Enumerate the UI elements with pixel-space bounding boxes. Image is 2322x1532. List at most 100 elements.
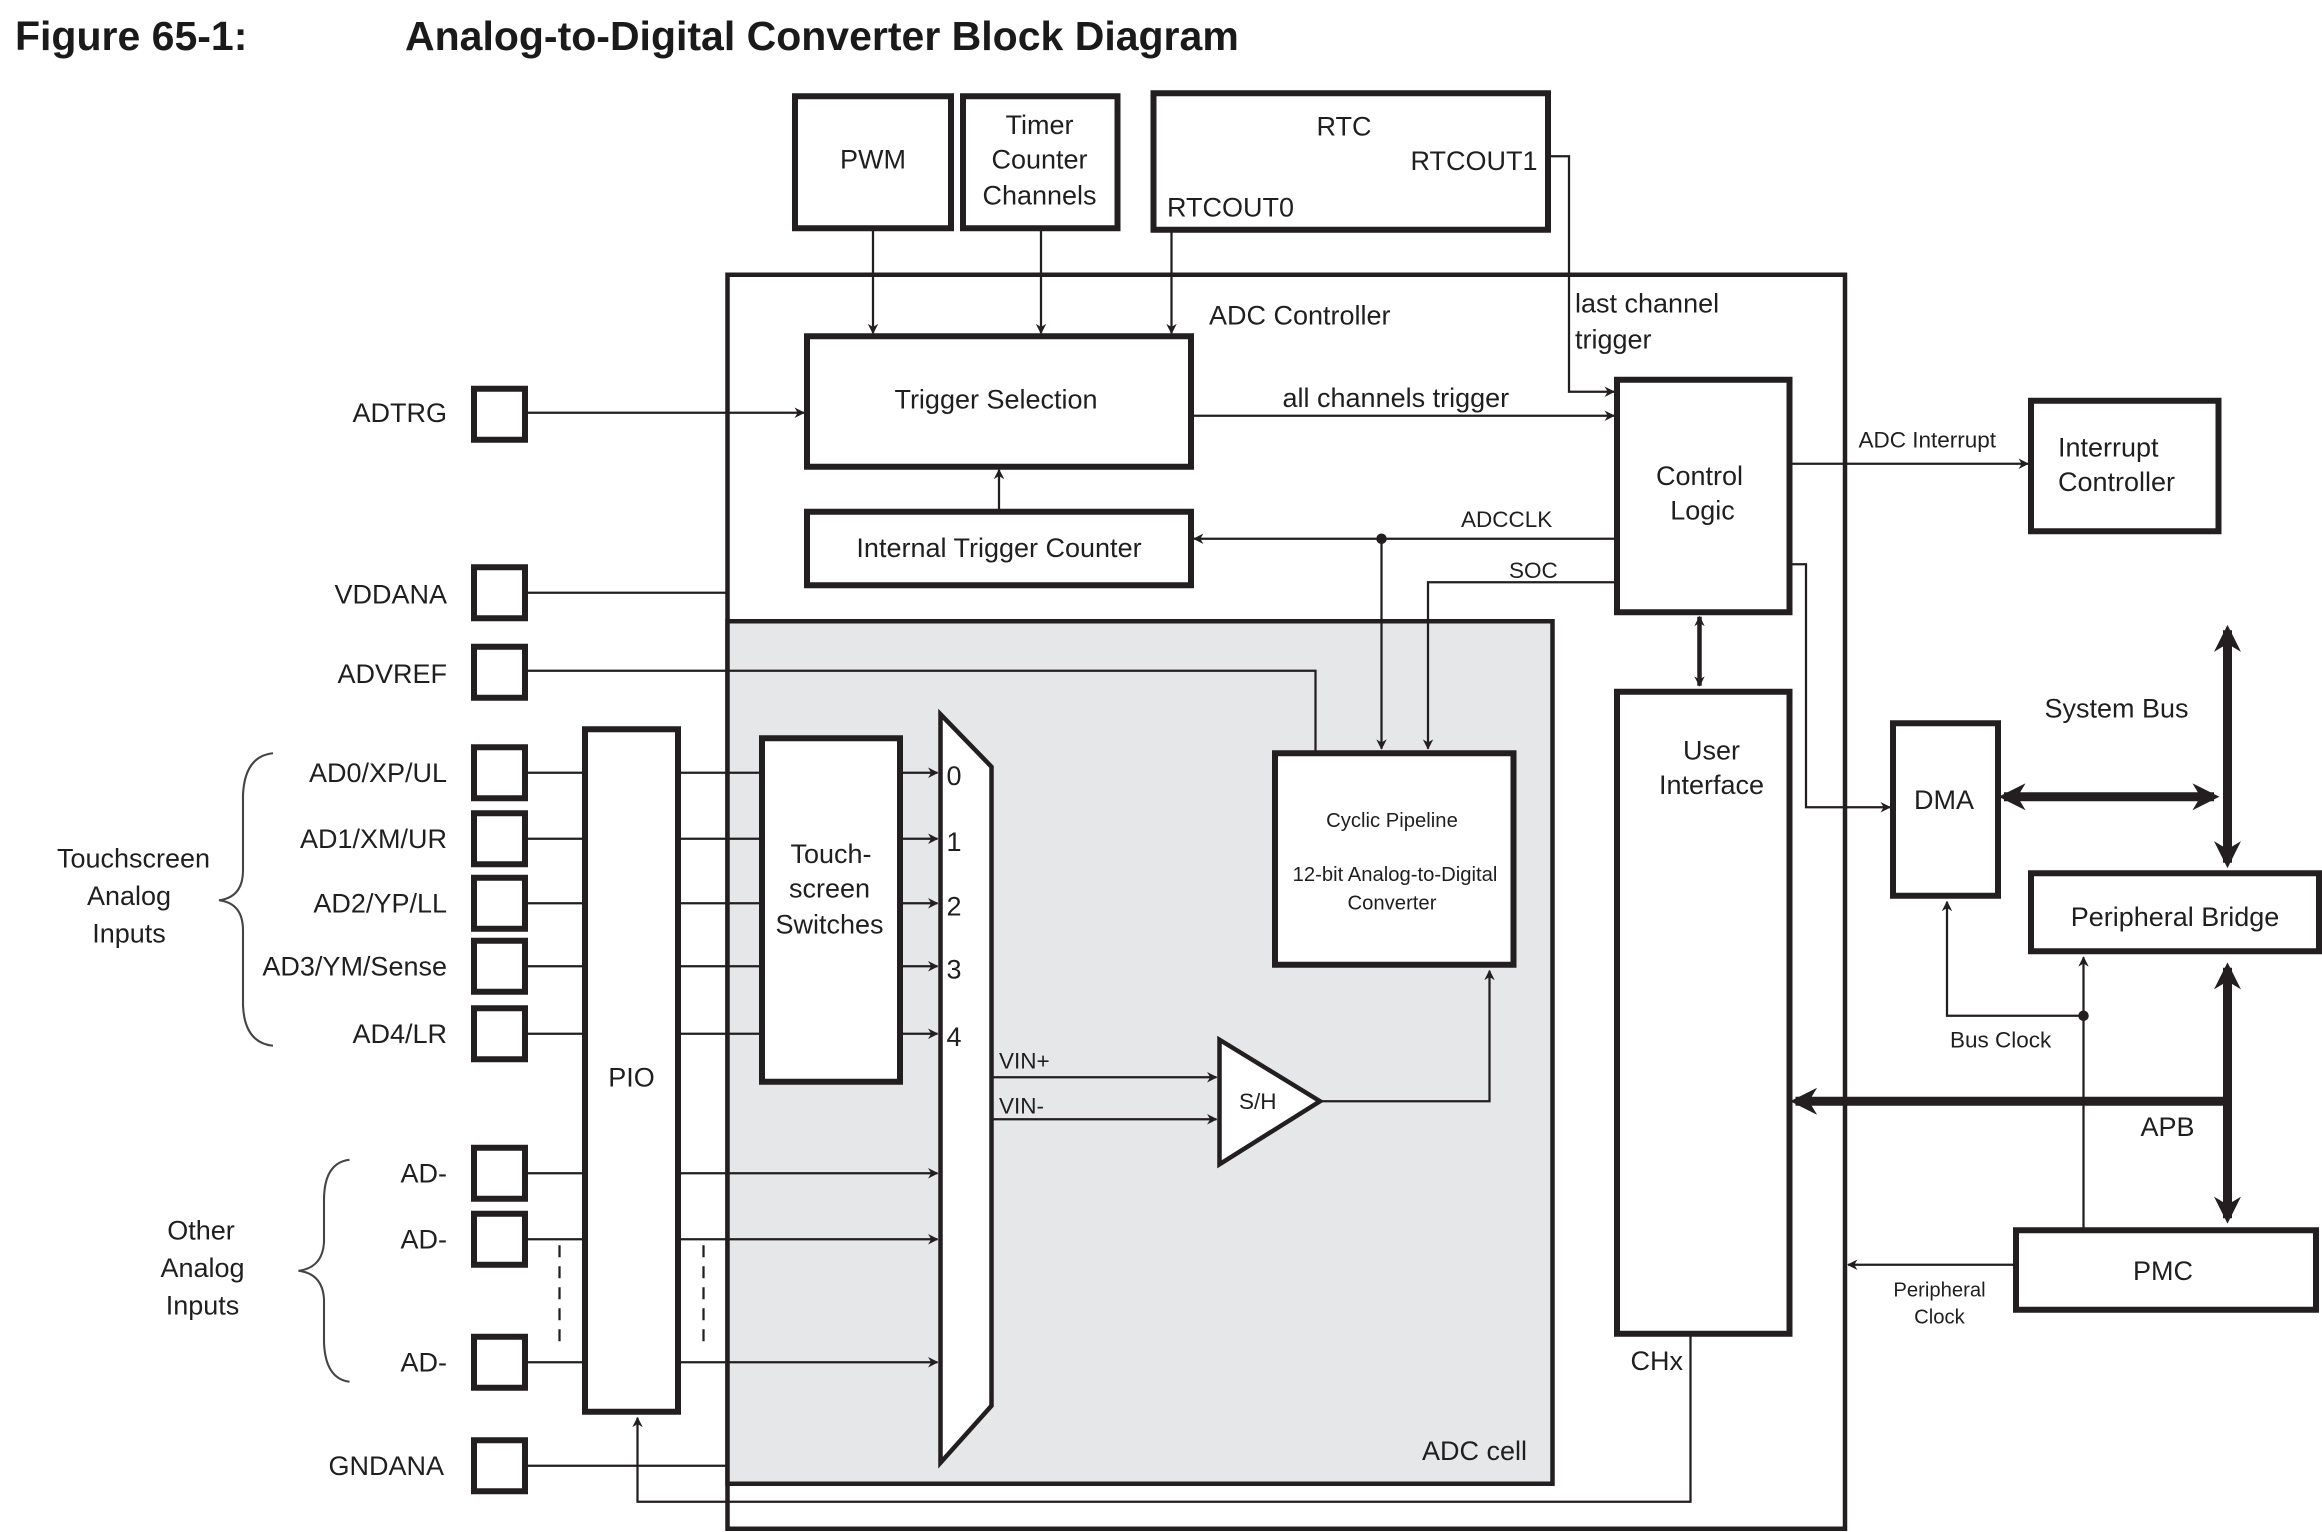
mux-input-label: 1 <box>947 827 962 857</box>
pin-label: AD0/XP/UL <box>309 758 447 788</box>
touchscreen-pins: AD0/XP/UL AD1/XM/UR AD2/YP/LL AD3/YM/SenseA… <box>262 744 762 1063</box>
rtc-label: RTC <box>1316 111 1371 141</box>
pwm-block: PWM <box>792 93 954 232</box>
pin-label: AD2/YP/LL <box>313 888 447 918</box>
pin-label: VDDANA <box>334 579 447 609</box>
bus-clock-junction <box>2078 1010 2089 1021</box>
interrupt-controller-label: Controller <box>2058 467 2175 497</box>
touchscreen-brace <box>218 752 274 1047</box>
pwm-label: PWM <box>840 144 906 174</box>
pio-block: PIO <box>582 726 681 1415</box>
pin-touchscreen: AD0/XP/UL <box>309 744 528 802</box>
analog-multiplexer <box>938 708 994 1469</box>
pin-label: AD4/LR <box>352 1019 447 1049</box>
mux-input-label: 4 <box>947 1022 962 1052</box>
last-channel-trigger-label: trigger <box>1575 324 1652 354</box>
sh-to-pipeline-arrow <box>1320 969 1495 1103</box>
trigger-selection-label: Trigger Selection <box>894 384 1097 414</box>
timer-counter-label-line: Counter <box>991 144 1087 174</box>
other-analog-pins: AD- AD- AD- <box>401 1144 939 1391</box>
adc-interrupt-label: ADC Interrupt <box>1859 427 1997 452</box>
apb-label: APB <box>2141 1112 2195 1142</box>
mux-inputs: 0 1 2 3 4 <box>900 761 962 1052</box>
touchscreen-group-label: Analog <box>87 881 171 911</box>
pin-label: AD- <box>401 1224 448 1254</box>
other-group-label: Inputs <box>166 1290 240 1320</box>
timer-counter-label-line: Channels <box>982 180 1096 210</box>
pin-label: ADTRG <box>353 398 448 428</box>
pin-label: ADVREF <box>337 659 447 689</box>
pin-touchscreen: AD2/YP/LL <box>313 874 528 932</box>
trigger-selection-block: Trigger Selection <box>804 333 1194 470</box>
touchscreen-switches-label: screen <box>789 873 870 903</box>
adc-cell-label: ADC cell <box>1422 1436 1527 1466</box>
rtcout1-label: RTCOUT1 <box>1410 146 1537 176</box>
other-group-label: Analog <box>160 1253 244 1283</box>
pmc-label: PMC <box>2133 1256 2193 1286</box>
pin-label: GNDANA <box>328 1451 444 1481</box>
pin-label: AD- <box>401 1158 448 1188</box>
control-logic-block: Control Logic <box>1614 376 1793 616</box>
dma-block: DMA <box>1890 720 2001 899</box>
other-analog-brace <box>298 1158 350 1383</box>
figure-title: Analog-to-Digital Converter Block Diagra… <box>405 12 1239 59</box>
pin-touchscreen: AD3/YM/Sense <box>262 937 528 995</box>
advref-to-pipeline-line <box>525 669 1317 752</box>
rtcout0-label: RTCOUT0 <box>1167 192 1294 222</box>
pin-other-analog: AD- <box>401 1333 528 1391</box>
other-group-label: Other <box>167 1215 235 1245</box>
pin-gndana: GNDANA <box>328 1437 528 1495</box>
touchscreen-group-label: Inputs <box>92 918 166 948</box>
figure-caption: Figure 65-1: Analog-to-Digital Converter… <box>15 6 1239 66</box>
bus-clock-label: Bus Clock <box>1950 1027 2052 1052</box>
pin-touchscreen: AD1/XM/UR <box>300 810 528 868</box>
interrupt-controller-label: Interrupt <box>2058 432 2159 462</box>
adcclk-label: ADCCLK <box>1461 507 1552 532</box>
rtc-block: RTC RTCOUT1 RTCOUT0 <box>1150 90 1551 233</box>
vin-plus-label: VIN+ <box>999 1048 1050 1073</box>
soc-arrow <box>1422 581 1617 750</box>
timer-counter-label-line: Timer <box>1006 110 1074 140</box>
pin-advref: ADVREF <box>337 643 528 701</box>
peripheral-bridge-block: Peripheral Bridge <box>2028 870 2322 955</box>
dma-label: DMA <box>1914 785 1974 815</box>
mux-input-label: 3 <box>947 954 962 984</box>
touchscreen-switches-block: Touch- screen Switches <box>759 735 903 1085</box>
all-channels-trigger-label: all channels trigger <box>1283 383 1510 413</box>
touchscreen-switches-label: Touch- <box>790 839 871 869</box>
pin-other-analog: AD- <box>401 1144 528 1202</box>
system-bus-label: System Bus <box>2045 693 2189 723</box>
sample-hold-amplifier: S/H <box>1217 1035 1325 1169</box>
chx-to-pio-arrow <box>632 1333 1692 1503</box>
pin-adtrg: ADTRG <box>353 385 528 443</box>
soc-label: SOC <box>1509 558 1558 583</box>
pin-vddana: VDDANA <box>334 564 528 622</box>
control-logic-label: Logic <box>1670 495 1735 525</box>
last-channel-trigger-label: last channel <box>1575 288 1719 318</box>
mux-input-label: 0 <box>947 761 962 791</box>
sample-hold-label: S/H <box>1239 1089 1277 1114</box>
chx-label: CHx <box>1631 1346 1684 1376</box>
pin-label: AD3/YM/Sense <box>262 951 447 981</box>
user-interface-label: User <box>1683 735 1740 765</box>
cyclic-pipeline-label: 12-bit Analog-to-Digital <box>1293 864 1498 886</box>
pio-label: PIO <box>608 1062 655 1092</box>
touchscreen-group-label: Touchscreen <box>57 843 210 873</box>
mux-input-label: 2 <box>947 891 962 921</box>
control-logic-label: Control <box>1656 461 1743 491</box>
peripheral-bridge-label: Peripheral Bridge <box>2071 902 2280 932</box>
pin-other-analog: AD- <box>401 1210 528 1268</box>
adc-controller-label: ADC Controller <box>1209 300 1391 330</box>
pin-label: AD1/XM/UR <box>300 824 447 854</box>
user-interface-label: Interface <box>1659 770 1764 800</box>
figure-number: Figure 65-1: <box>15 12 248 59</box>
pmc-block: PMC <box>2013 1227 2319 1313</box>
cyclic-pipeline-label: Cyclic Pipeline <box>1326 810 1458 832</box>
cyclic-pipeline-label: Converter <box>1348 892 1437 914</box>
user-interface-block: User Interface <box>1614 688 1793 1337</box>
peripheral-clock-label: Clock <box>1914 1306 1966 1328</box>
vin-minus-label: VIN- <box>999 1093 1044 1118</box>
peripheral-clock-label: Peripheral <box>1893 1279 1985 1301</box>
internal-trigger-counter-block: Internal Trigger Counter <box>804 508 1194 589</box>
